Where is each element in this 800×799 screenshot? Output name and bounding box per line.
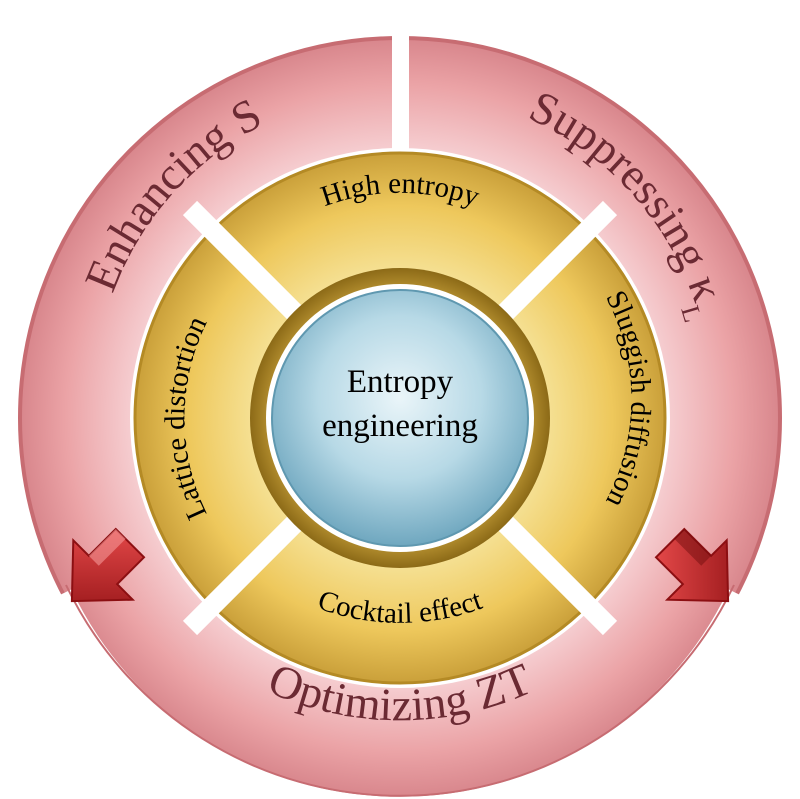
outer-ring-bottom-separator-edge xyxy=(65,584,735,797)
outer-ring-bottom-separator xyxy=(60,589,740,799)
outer-ring-top-gap xyxy=(392,0,409,150)
down-right-arrow-icon xyxy=(70,527,146,603)
center-circle: Entropy engineering xyxy=(250,268,550,568)
down-left-arrow-icon xyxy=(654,527,730,603)
outer-label-right-subscript: L xyxy=(676,302,708,325)
center-label-line1: Entropy xyxy=(347,364,454,400)
center-disc xyxy=(271,289,529,547)
center-label-line2: engineering xyxy=(322,408,478,444)
